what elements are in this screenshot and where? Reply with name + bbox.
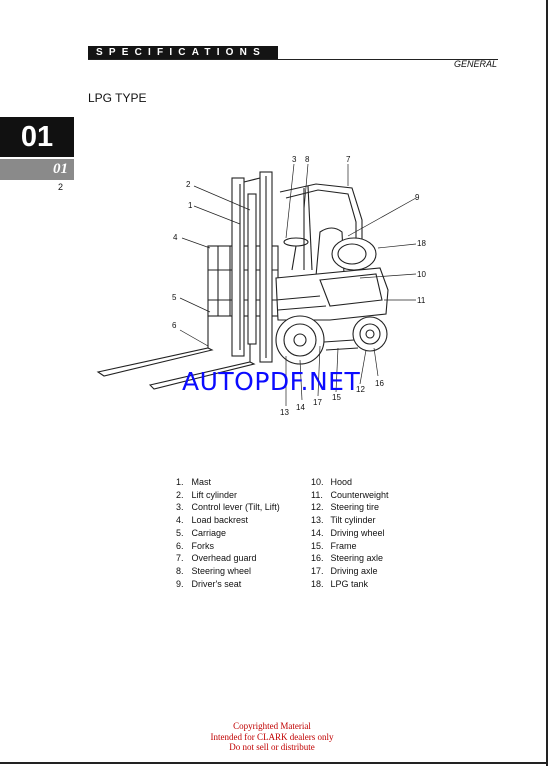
callout-5: 5 <box>172 293 177 302</box>
part-name: Driving wheel <box>330 527 385 538</box>
part-number: 8. <box>176 565 184 576</box>
part-number: 13. <box>311 515 324 526</box>
part-item: 2. Lift cylinder <box>176 489 280 502</box>
part-item: 4. Load backrest <box>176 514 280 527</box>
part-name: Lift cylinder <box>191 489 238 500</box>
part-number: 15. <box>311 540 324 551</box>
part-name: Counterweight <box>330 489 389 500</box>
part-name: Hood <box>330 477 353 487</box>
part-item: 1. Mast <box>176 476 280 489</box>
part-item: 16. Steering axle <box>311 552 389 565</box>
part-name: Driving axle <box>330 565 378 576</box>
callout-13: 13 <box>280 408 289 417</box>
callout-7: 7 <box>346 155 351 164</box>
part-item: 13. Tilt cylinder <box>311 514 389 527</box>
part-item: 7. Overhead guard <box>176 552 280 565</box>
callout-18: 18 <box>417 239 426 248</box>
page-number: 2 <box>58 182 64 192</box>
part-name: Steering tire <box>330 502 380 513</box>
callout-6: 6 <box>172 321 177 330</box>
part-number: 10. <box>311 477 324 487</box>
part-name: Mast <box>191 477 212 487</box>
copyright-line-1: Copyrighted Material <box>233 721 311 731</box>
part-number: 14. <box>311 527 324 538</box>
part-number: 9. <box>176 578 184 589</box>
part-item: 14. Driving wheel <box>311 527 389 540</box>
callout-3: 3 <box>292 155 297 164</box>
callout-1: 1 <box>188 201 193 210</box>
part-name: Forks <box>191 540 215 551</box>
callout-14: 14 <box>296 403 305 412</box>
callout-10: 10 <box>417 270 426 279</box>
watermark: AUTOPDF.NET <box>182 367 361 396</box>
part-number: 11. <box>311 489 323 500</box>
part-item: 10. Hood <box>311 476 389 489</box>
page-border-right <box>546 0 548 766</box>
callout-9: 9 <box>415 193 420 202</box>
part-item: 15. Frame <box>311 540 389 553</box>
part-number: 5. <box>176 527 184 538</box>
section-header: SPECIFICATIONS <box>88 46 278 60</box>
callout-17: 17 <box>313 398 322 407</box>
part-number: 17. <box>311 565 324 576</box>
part-number: 6. <box>176 540 184 551</box>
page-border-bottom <box>0 762 548 764</box>
part-number: 1. <box>176 477 184 487</box>
part-item: 8. Steering wheel <box>176 565 280 578</box>
callout-8: 8 <box>305 155 310 164</box>
part-number: 12. <box>311 502 324 513</box>
page-title: LPG TYPE <box>88 91 147 105</box>
subchapter-tab: 01 <box>0 159 74 180</box>
part-item: 3. Control lever (Tilt, Lift) <box>176 501 280 514</box>
part-number: 2. <box>176 489 184 500</box>
part-name: Frame <box>330 540 357 551</box>
header-rule <box>88 59 498 60</box>
part-item: 18. LPG tank <box>311 578 389 591</box>
callout-16: 16 <box>375 379 384 388</box>
part-name: Driver's seat <box>191 578 242 589</box>
part-number: 3. <box>176 502 184 513</box>
copyright-line-2: Intended for CLARK dealers only <box>210 731 334 742</box>
part-name: Carriage <box>191 527 227 538</box>
category-label: GENERAL <box>453 59 497 69</box>
part-number: 18. <box>311 578 324 589</box>
part-number: 16. <box>311 553 324 564</box>
callout-12: 12 <box>356 385 365 394</box>
part-name: Steering wheel <box>191 565 252 576</box>
forklift-diagram: 1 2 3 8 7 9 18 10 11 4 5 6 13 14 17 15 1… <box>96 155 426 417</box>
callout-11: 11 <box>417 296 426 305</box>
part-name: Control lever (Tilt, Lift) <box>191 502 280 513</box>
part-number: 4. <box>176 515 184 526</box>
part-item: 17. Driving axle <box>311 565 389 578</box>
chapter-tab: 01 <box>0 117 74 157</box>
callout-15: 15 <box>332 393 341 402</box>
part-name: Overhead guard <box>191 553 257 564</box>
part-item: 12. Steering tire <box>311 501 389 514</box>
part-name: Load backrest <box>191 515 249 526</box>
callout-4: 4 <box>173 233 178 242</box>
callout-2: 2 <box>186 180 191 189</box>
part-name: LPG tank <box>330 578 369 589</box>
part-name: Steering axle <box>330 553 384 564</box>
parts-list-right: 10. Hood 11. Counterweight 12. Steering … <box>311 476 389 590</box>
parts-list-left: 1. Mast 2. Lift cylinder 3. Control leve… <box>176 476 280 590</box>
part-name: Tilt cylinder <box>330 515 376 526</box>
copyright-notice: Copyrighted Material Intended for CLARK … <box>170 721 374 753</box>
part-item: 11. Counterweight <box>311 489 389 502</box>
part-item: 5. Carriage <box>176 527 280 540</box>
part-number: 7. <box>176 553 184 564</box>
part-item: 6. Forks <box>176 540 280 553</box>
copyright-line-3: Do not sell or distribute <box>229 742 315 752</box>
part-item: 9. Driver's seat <box>176 578 280 591</box>
